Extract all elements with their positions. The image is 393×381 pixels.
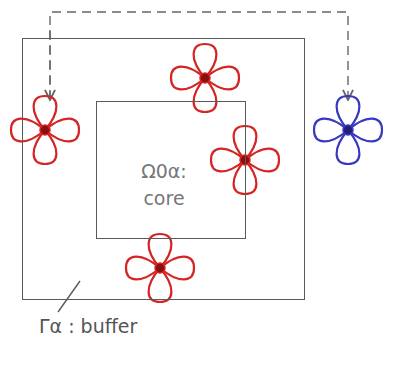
orbital <box>314 96 382 164</box>
region-label: Ω0α: core <box>129 158 199 211</box>
buffer-region: Γα : bufferΩ0α: core <box>22 38 305 300</box>
leader-line <box>58 281 80 312</box>
core-region: Ω0α: core <box>96 101 246 239</box>
orbital-center <box>40 125 50 135</box>
orbital <box>211 126 279 194</box>
orbital-center <box>155 263 165 273</box>
orbital <box>126 234 194 302</box>
region-label: Γα : buffer <box>39 313 137 340</box>
orbital-center <box>240 155 250 165</box>
orbital-center <box>343 125 353 135</box>
orbital-center <box>200 73 210 83</box>
dashed-transfer-arrow <box>49 30 50 100</box>
